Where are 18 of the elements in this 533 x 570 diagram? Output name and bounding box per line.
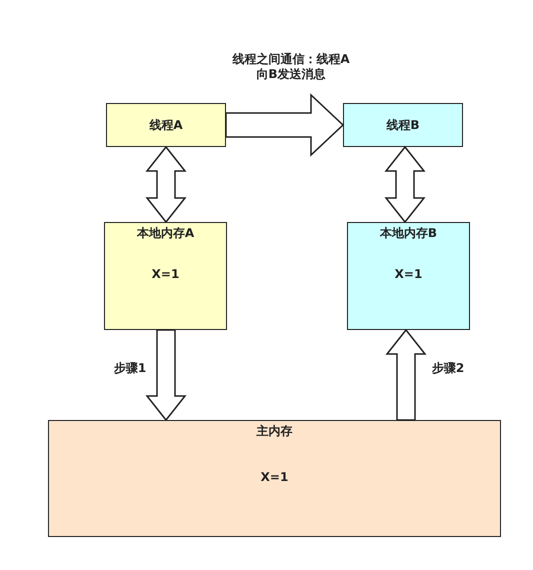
memory-box (48, 420, 501, 537)
value-text: X=1 (150, 267, 180, 281)
memory-box (104, 222, 227, 330)
box-label: 线程A (148, 117, 184, 134)
box-label: 线程B (385, 117, 421, 134)
double-block-arrow (384, 146, 426, 224)
box-heading: 主内存 (256, 423, 294, 440)
thread-box (343, 103, 463, 147)
block-arrow (385, 328, 427, 421)
memory-box (347, 222, 470, 330)
value-text: X=1 (394, 267, 424, 281)
value-text: X=1 (260, 470, 290, 484)
double-block-arrow (145, 146, 187, 224)
box-heading: 本地内存B (378, 225, 438, 242)
block-arrow (225, 93, 344, 157)
box-heading: 本地内存A (136, 225, 196, 242)
block-arrow (145, 329, 187, 422)
thread-box (106, 103, 226, 147)
